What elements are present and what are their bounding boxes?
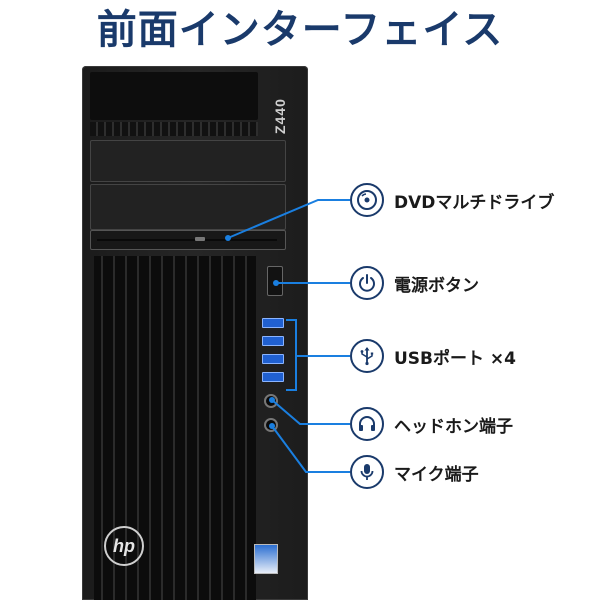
headphone-callout-dot <box>269 397 275 403</box>
dvd-eject-button <box>195 237 205 241</box>
headphone-callout-line <box>271 399 350 425</box>
label-headphone-jack: ヘッドホン端子 <box>350 404 513 444</box>
usb-port-4 <box>262 372 284 382</box>
drive-bay-1 <box>90 140 286 182</box>
tower-top-handle <box>90 72 258 120</box>
workstation-tower: Z440 hp <box>82 66 308 600</box>
label-text-mic: マイク端子 <box>394 464 479 485</box>
usb-icon <box>350 339 384 373</box>
hp-logo: hp <box>104 526 144 566</box>
drive-bay-2 <box>90 184 286 230</box>
mic-callout-line <box>271 425 350 473</box>
usb-port-3 <box>262 354 284 364</box>
label-text-power: 電源ボタン <box>394 275 479 296</box>
dvd-callout-line <box>227 199 350 239</box>
label-text-usb: USBポート ×4 <box>394 348 516 369</box>
mic-callout-dot <box>269 423 275 429</box>
disc-icon <box>350 183 384 217</box>
label-text-headphone: ヘッドホン端子 <box>394 416 513 437</box>
usb-callout-bracket <box>286 319 350 391</box>
microphone-icon <box>350 455 384 489</box>
intel-sticker <box>254 544 278 574</box>
tower-top-vent <box>90 122 258 136</box>
power-callout-dot <box>273 280 279 286</box>
dvd-slot <box>97 239 277 241</box>
power-icon <box>350 266 384 300</box>
usb-port-1 <box>262 318 284 328</box>
page-title: 前面インターフェイス <box>96 7 504 53</box>
label-text-dvd: DVDマルチドライブ <box>394 192 555 213</box>
usb-port-2 <box>262 336 284 346</box>
label-mic-jack: マイク端子 <box>350 452 479 492</box>
label-dvd-drive: DVDマルチドライブ <box>350 180 554 220</box>
label-power-button: 電源ボタン <box>350 263 479 303</box>
headphones-icon <box>350 407 384 441</box>
dvd-callout-dot <box>225 235 231 241</box>
label-usb-ports: USBポート ×4 <box>350 336 516 376</box>
